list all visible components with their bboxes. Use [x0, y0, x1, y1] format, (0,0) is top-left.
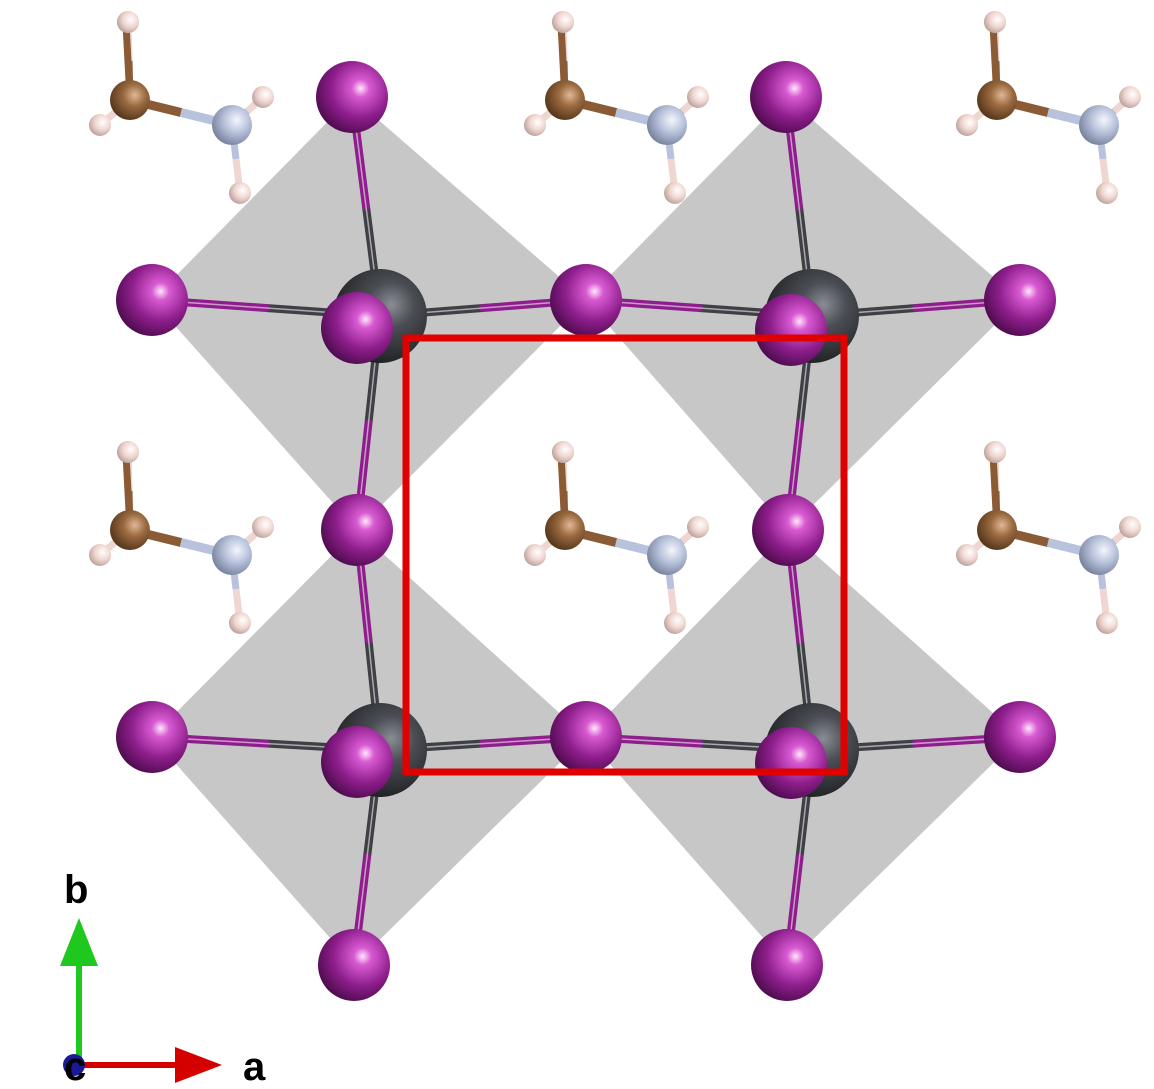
iodine-atom	[750, 61, 822, 133]
methylammonium-molecule	[89, 441, 274, 634]
iodine-atom-front	[321, 292, 393, 364]
iodine-atom	[550, 701, 622, 773]
hydrogen-atom	[956, 544, 978, 566]
iodine-atom	[316, 61, 388, 133]
iodine-atom-front	[755, 727, 827, 799]
iodine-atom-front	[321, 726, 393, 798]
hydrogen-atom	[252, 516, 274, 538]
iodine-atom	[984, 701, 1056, 773]
hydrogen-atom	[552, 441, 574, 463]
hydrogen-atom	[984, 11, 1006, 33]
atoms-front-layer	[321, 292, 827, 799]
carbon-atom	[545, 80, 585, 120]
hydrogen-atom	[956, 114, 978, 136]
hydrogen-atom	[252, 86, 274, 108]
hydrogen-atom	[1096, 612, 1118, 634]
nitrogen-atom	[647, 535, 687, 575]
hydrogen-atom	[117, 11, 139, 33]
iodine-atom	[752, 494, 824, 566]
carbon-atom	[545, 510, 585, 550]
c-axis-marker	[63, 1054, 85, 1076]
hydrogen-atom	[524, 114, 546, 136]
iodine-atom	[550, 264, 622, 336]
hydrogen-atom	[687, 86, 709, 108]
carbon-atom	[110, 510, 150, 550]
hydrogen-atom	[229, 612, 251, 634]
axis-indicator: b c a	[60, 868, 266, 1089]
methylammonium-molecule	[89, 11, 274, 204]
iodine-atom	[318, 929, 390, 1001]
iodine-atom	[751, 929, 823, 1001]
methylammonium-layer	[89, 11, 1141, 634]
hydrogen-atom	[664, 612, 686, 634]
hydrogen-atom	[89, 544, 111, 566]
carbon-atom	[977, 510, 1017, 550]
hydrogen-atom	[552, 11, 574, 33]
nitrogen-atom	[1079, 535, 1119, 575]
hydrogen-atom	[664, 182, 686, 204]
methylammonium-molecule	[524, 441, 709, 634]
iodine-atom-front	[755, 294, 827, 366]
hydrogen-atom	[984, 441, 1006, 463]
iodine-atom	[116, 701, 188, 773]
b-axis-arrow-head	[60, 918, 98, 966]
unit-cell-outline	[402, 334, 848, 776]
hydrogen-atom	[1096, 182, 1118, 204]
hydrogen-atom	[89, 114, 111, 136]
nitrogen-atom	[212, 535, 252, 575]
methylammonium-molecule	[524, 11, 709, 204]
c-axis-label: c	[64, 1045, 86, 1089]
iodine-atom	[116, 264, 188, 336]
a-axis-label: a	[243, 1045, 266, 1089]
a-axis-arrow-head	[175, 1047, 222, 1083]
carbon-atom	[110, 80, 150, 120]
b-axis-label: b	[64, 868, 88, 912]
hydrogen-atom	[524, 544, 546, 566]
methylammonium-molecule	[956, 11, 1141, 204]
hydrogen-atom	[117, 441, 139, 463]
hydrogen-atom	[1119, 86, 1141, 108]
nitrogen-atom	[1079, 105, 1119, 145]
iodine-atom	[321, 494, 393, 566]
carbon-atom	[977, 80, 1017, 120]
methylammonium-molecule	[956, 441, 1141, 634]
nitrogen-atom	[647, 105, 687, 145]
hydrogen-atom	[687, 516, 709, 538]
iodine-atom	[984, 264, 1056, 336]
hydrogen-atom	[1119, 516, 1141, 538]
hydrogen-atom	[229, 182, 251, 204]
nitrogen-atom	[212, 105, 252, 145]
